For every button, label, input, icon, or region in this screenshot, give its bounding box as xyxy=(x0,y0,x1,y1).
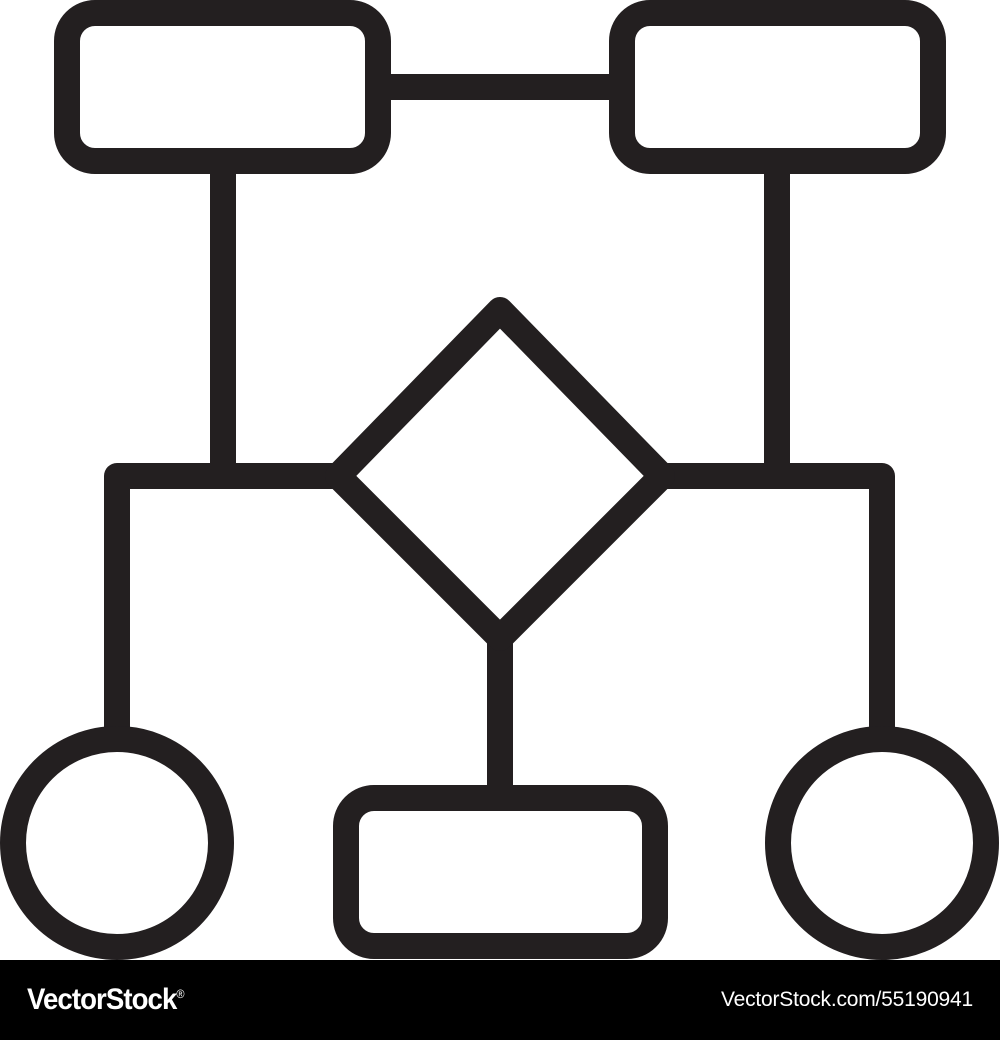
connector-left-branch xyxy=(104,463,351,751)
flowchart-drawing xyxy=(0,0,999,960)
flowchart-icon xyxy=(0,0,1000,960)
watermark-brand: VectorStock® xyxy=(27,983,185,1016)
terminal-circle-right xyxy=(765,726,999,960)
decision-diamond xyxy=(325,297,675,651)
process-box-bottom xyxy=(333,785,668,959)
process-box-top-left xyxy=(54,0,391,174)
process-box-top-right xyxy=(609,0,946,174)
watermark-image-id: VectorStock.com/55190941 xyxy=(720,988,973,1011)
watermark-footer: VectorStock® VectorStock.com/55190941 xyxy=(0,960,1000,1040)
registered-mark: ® xyxy=(176,987,184,1001)
terminal-circle-left xyxy=(0,726,234,960)
connector-right-branch xyxy=(649,463,895,751)
